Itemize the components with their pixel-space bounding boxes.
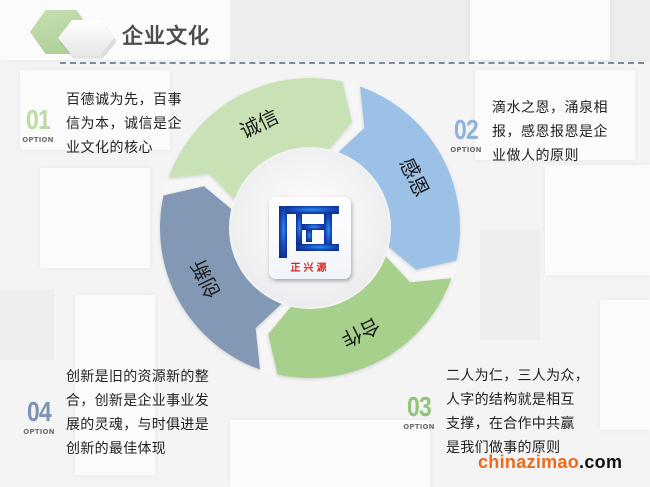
option-number: 02 — [454, 114, 479, 145]
option-number: 01 — [26, 104, 51, 135]
option-02-description: 滴水之恩，涌泉相 报，感恩报恩是企 业做人的原则 — [492, 96, 608, 168]
description-line: 二人为仁，三人为众， — [446, 368, 589, 384]
watermark-domain: chinazimao — [478, 452, 580, 472]
description-line: 业做人的原则 — [492, 148, 579, 164]
logo-text: 正兴源 — [290, 263, 330, 274]
description-line: 支撑，在合作中共赢 — [446, 416, 575, 432]
description-line: 报，感恩报恩是企 — [492, 124, 608, 140]
description-line: 滴水之恩，涌泉相 — [492, 100, 608, 116]
segment-cooperation — [268, 254, 452, 378]
option-label: OPTION — [22, 136, 54, 144]
option-01-badge: 01 OPTION — [18, 104, 58, 145]
description-line: 业文化的核心 — [66, 140, 153, 156]
description-line: 合，创新是企业事业发 — [66, 393, 209, 409]
description-line: 信为本，诚信是企 — [66, 116, 182, 132]
option-01-description: 百德诚为先，百事 信为本，诚信是企 业文化的核心 — [66, 88, 182, 160]
option-label: OPTION — [403, 423, 435, 431]
option-label: OPTION — [23, 428, 55, 436]
page-header: 企业文化 — [0, 0, 650, 70]
watermark: chinazimao.com — [478, 452, 622, 473]
option-label: OPTION — [450, 146, 482, 154]
option-02-badge: 02 OPTION — [446, 114, 486, 155]
option-number: 03 — [407, 391, 432, 422]
segment-integrity — [168, 78, 352, 202]
segment-innovation — [159, 186, 284, 370]
description-line: 创新的最佳体现 — [66, 441, 167, 457]
page-title: 企业文化 — [122, 24, 210, 48]
logo-mark-icon — [279, 206, 339, 258]
segment-gratitude — [336, 86, 460, 270]
option-number: 04 — [27, 396, 52, 427]
description-line: 人字的结构就是相互 — [446, 392, 575, 408]
watermark-tld: .com — [579, 452, 623, 472]
hexagon-decoration-white — [58, 20, 114, 56]
option-04-badge: 04 OPTION — [19, 396, 59, 437]
option-03-description: 二人为仁，三人为众， 人字的结构就是相互 支撑，在合作中共赢 是我们做事的原则 — [446, 364, 589, 460]
option-03-badge: 03 OPTION — [399, 391, 439, 432]
description-line: 创新是旧的资源新的整 — [66, 369, 209, 385]
option-04-description: 创新是旧的资源新的整 合，创新是企业事业发 展的灵魂，与时俱进是 创新的最佳体现 — [66, 365, 209, 461]
description-line: 百德诚为先，百事 — [66, 92, 182, 108]
description-line: 是我们做事的原则 — [446, 440, 561, 456]
company-logo: 正兴源 — [269, 197, 351, 279]
header-divider — [60, 62, 644, 64]
description-line: 展的灵魂，与时俱进是 — [66, 417, 209, 433]
